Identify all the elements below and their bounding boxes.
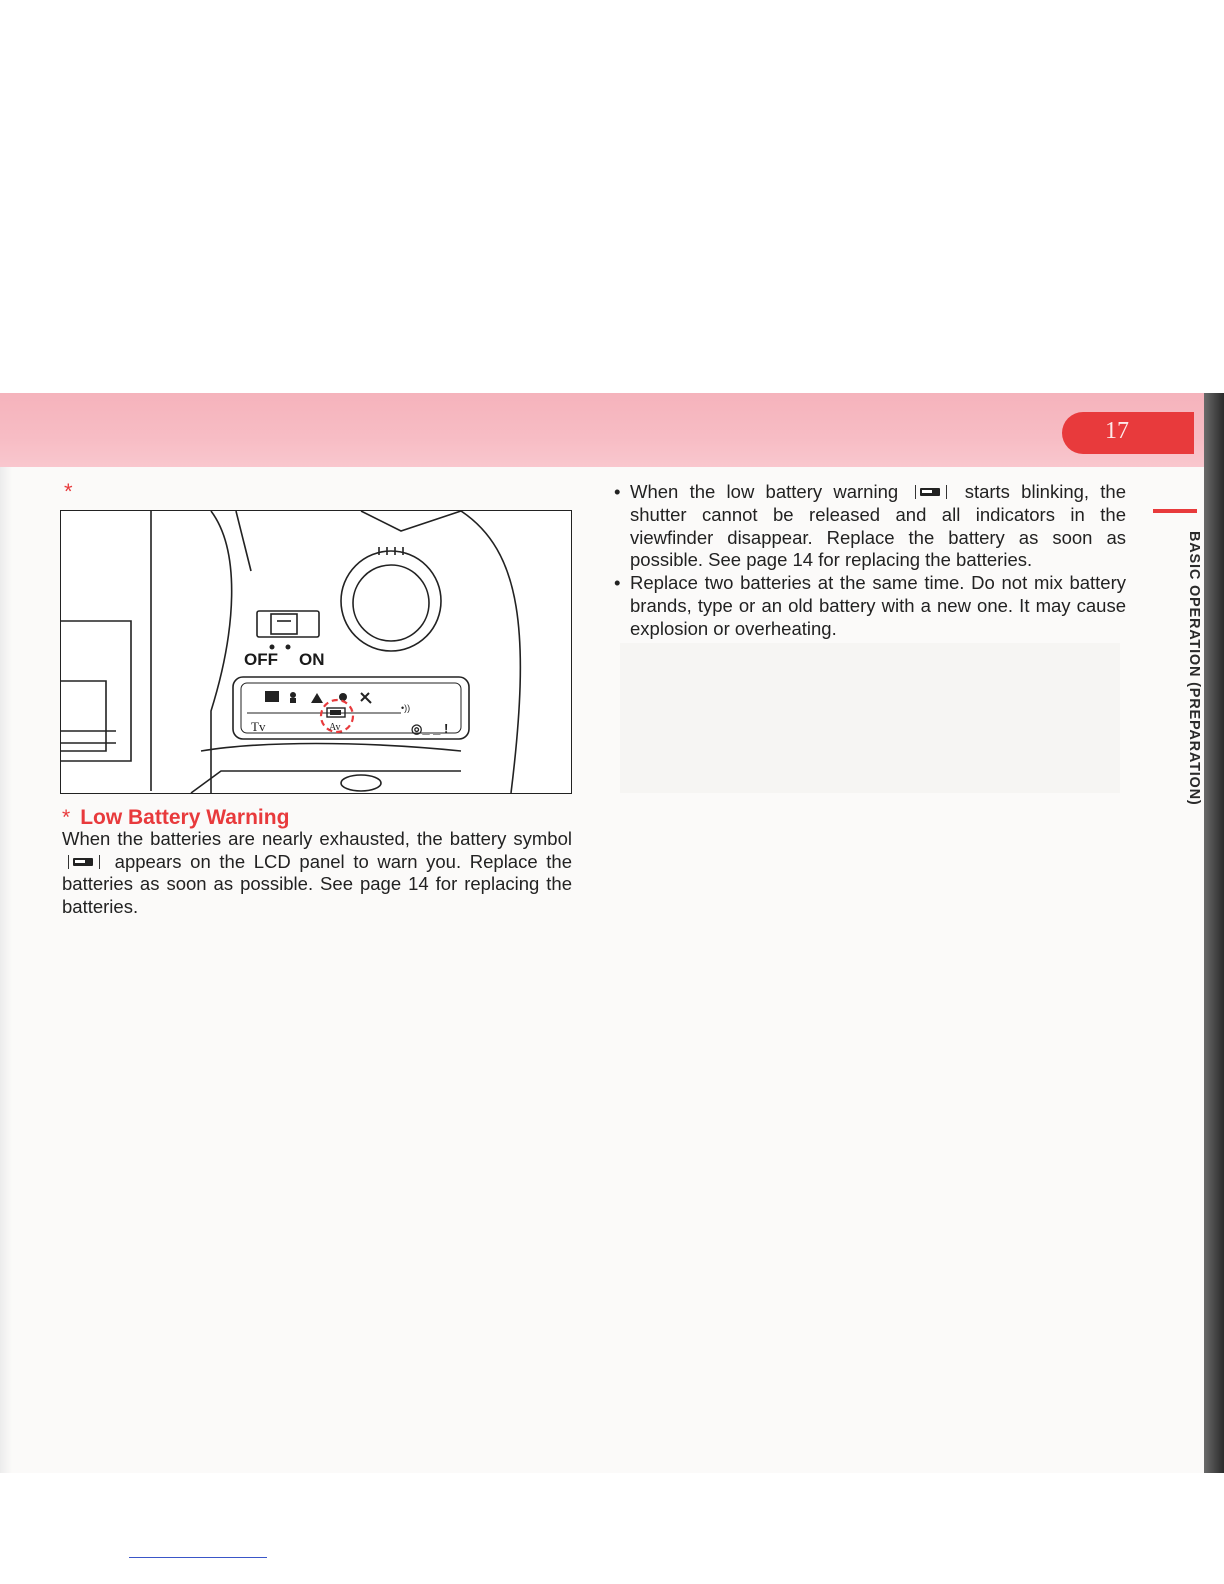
page-number-tab bbox=[1062, 412, 1194, 454]
bleed-through-block bbox=[620, 643, 1120, 793]
paragraph-text-part1: When the batteries are nearly exhausted,… bbox=[62, 828, 572, 849]
lcd-tv-label: Tv bbox=[251, 719, 266, 734]
bullet-text-part1: When the low battery warning bbox=[630, 481, 899, 502]
bullet-text-part2: starts blinking, the shutter cannot be r… bbox=[630, 481, 1127, 571]
side-tab-marker bbox=[1153, 509, 1197, 513]
battery-low-icon bbox=[915, 485, 948, 499]
page-left-edge bbox=[0, 467, 12, 1473]
section-title: * Low Battery Warning bbox=[62, 806, 289, 830]
figure-marker: * bbox=[64, 479, 73, 504]
page-number: 17 bbox=[1105, 418, 1129, 444]
side-tab-text: BASIC OPERATION (PREPARATION) bbox=[1186, 531, 1202, 806]
manual-page: 17 * bbox=[0, 393, 1224, 1473]
lcd-av-label: Av bbox=[329, 722, 340, 733]
side-tab-label: BASIC OPERATION (PREPARATION) bbox=[1180, 531, 1202, 821]
camera-illustration: OFF ON •)) Tv Av ◎_ _ ! bbox=[60, 510, 572, 794]
section-title-text: Low Battery Warning bbox=[80, 806, 290, 829]
switch-on-label: ON bbox=[299, 650, 325, 669]
bullet-item-blinking: When the low battery warning starts blin… bbox=[614, 481, 1126, 572]
section-title-marker: * bbox=[62, 806, 71, 829]
svg-text:◎_ _ !: ◎_ _ ! bbox=[411, 721, 448, 736]
warning-bullet-list: When the low battery warning starts blin… bbox=[614, 481, 1126, 641]
paragraph-text-part2: appears on the LCD panel to warn you. Re… bbox=[62, 850, 572, 917]
camera-top-drawing: OFF ON •)) Tv Av ◎_ _ ! bbox=[61, 511, 522, 793]
switch-off-label: OFF bbox=[244, 650, 278, 669]
bottom-rule bbox=[129, 1557, 267, 1558]
bullet-item-replace: Replace two batteries at the same time. … bbox=[614, 572, 1126, 640]
page-right-edge bbox=[1204, 393, 1224, 1473]
low-battery-paragraph: When the batteries are nearly exhausted,… bbox=[62, 828, 572, 918]
header-band bbox=[0, 393, 1204, 467]
battery-low-icon bbox=[68, 854, 100, 869]
svg-text:•)): •)) bbox=[401, 703, 410, 713]
